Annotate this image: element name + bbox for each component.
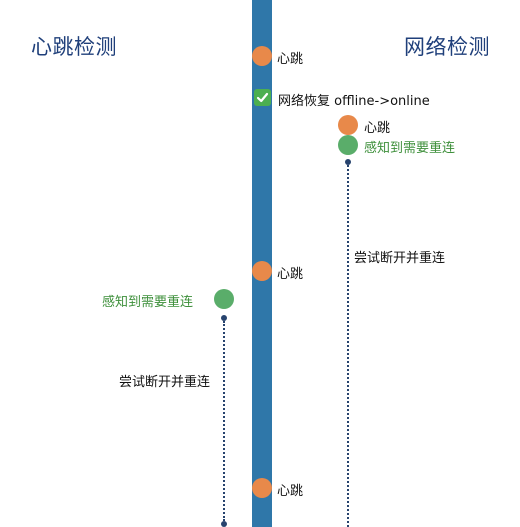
retry-label-left: 尝试断开并重连 [119, 375, 211, 390]
retry-line-left [223, 321, 225, 521]
heartbeat-label-1: 心跳 [277, 52, 304, 67]
sense-reconnect-dot-left [214, 289, 234, 309]
heartbeat-dot-2 [338, 115, 358, 135]
retry-label-right: 尝试断开并重连 [354, 251, 446, 266]
sense-reconnect-dot-right [338, 135, 358, 155]
heartbeat-label-3: 心跳 [277, 267, 304, 282]
heartbeat-dot-1 [252, 46, 272, 66]
network-detection-heading: 网络检测 [404, 35, 490, 59]
retry-start-dot-right [345, 159, 351, 165]
heartbeat-dot-4 [252, 478, 272, 498]
heartbeat-detection-heading: 心跳检测 [31, 35, 117, 59]
heartbeat-dot-3 [252, 261, 272, 281]
retry-start-dot-left [221, 315, 227, 321]
check-icon [254, 89, 271, 106]
network-restore-label: 网络恢复 offline->online [278, 94, 430, 109]
sense-reconnect-label-right: 感知到需要重连 [364, 141, 456, 156]
sense-reconnect-label-left: 感知到需要重连 [102, 295, 194, 310]
heartbeat-label-4: 心跳 [277, 484, 304, 499]
retry-line-right [347, 165, 349, 527]
heartbeat-label-2: 心跳 [364, 121, 391, 136]
retry-end-dot-left [221, 521, 227, 527]
